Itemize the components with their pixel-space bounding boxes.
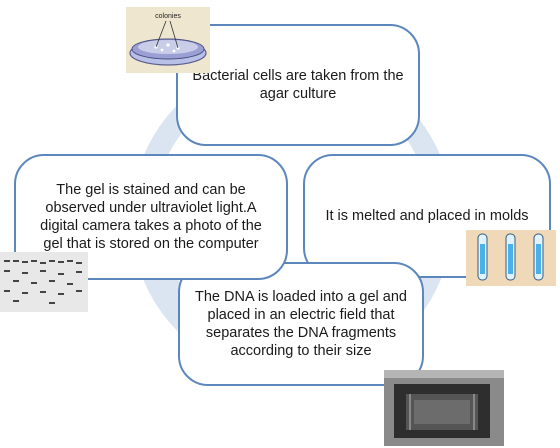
molds-tubes-image — [466, 230, 556, 286]
step-box-agar-culture: Bacterial cells are taken from the agar … — [176, 24, 420, 146]
step-box-staining-photo: The gel is stained and can be observed u… — [14, 154, 288, 280]
step-text-molds: It is melted and placed in molds — [325, 208, 529, 224]
petri-dish-label: colonies — [155, 13, 181, 20]
step-text-agar-culture: Bacterial cells are taken from the agar … — [192, 68, 404, 102]
step-box-electric-field: The DNA is loaded into a gel and placed … — [178, 262, 424, 386]
step-text-electric-field: The DNA is loaded into a gel and placed … — [195, 289, 407, 359]
step-text-staining-photo: The gel is stained and can be observed u… — [40, 182, 262, 252]
petri-dish-image: colonies — [126, 7, 210, 73]
gel-photo-image — [0, 252, 88, 312]
electrophoresis-apparatus-image — [384, 370, 504, 446]
